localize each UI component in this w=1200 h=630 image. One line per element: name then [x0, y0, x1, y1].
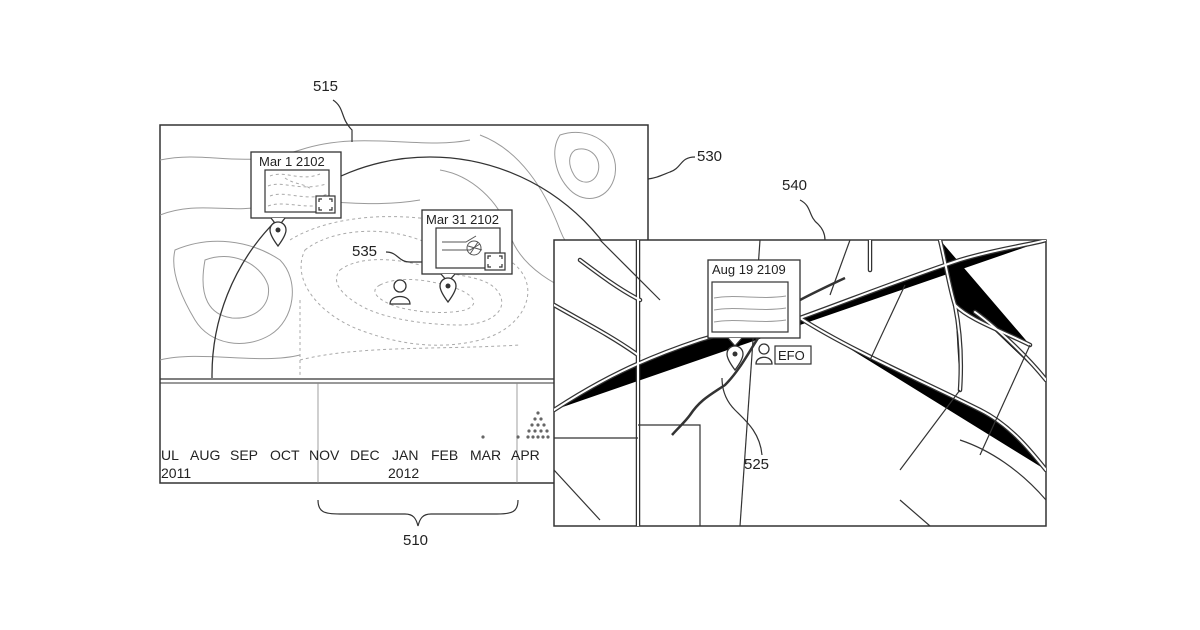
- ref-525: 525: [744, 456, 769, 473]
- ref-535: 535: [352, 243, 377, 260]
- month-label[interactable]: FEB: [431, 447, 458, 463]
- year-label: 2012: [388, 465, 419, 481]
- month-label[interactable]: NOV: [309, 447, 340, 463]
- expand-icon[interactable]: [316, 196, 335, 213]
- user-tag: EFO: [775, 346, 811, 364]
- ref-540: 540: [782, 177, 807, 194]
- photo-popup-2[interactable]: Mar 31 2102: [422, 210, 512, 282]
- photo-popup-3[interactable]: Aug 19 2109: [708, 260, 800, 346]
- range-brace-510: [318, 500, 518, 526]
- popup-1-date: Mar 1 2102: [259, 154, 325, 169]
- ref-515: 515: [313, 78, 338, 95]
- month-label[interactable]: DEC: [350, 447, 380, 463]
- photo-popup-1[interactable]: Mar 1 2102: [251, 152, 341, 227]
- month-label[interactable]: JAN: [392, 447, 418, 463]
- street-map-panel-540: Aug 19 2109 EFO: [554, 240, 1046, 526]
- popup-3-date: Aug 19 2109: [712, 262, 786, 277]
- ref-530: 530: [697, 148, 722, 165]
- month-label[interactable]: MAR: [470, 447, 501, 463]
- month-label[interactable]: APR: [511, 447, 540, 463]
- user-tag-label: EFO: [778, 348, 805, 363]
- year-label: 2011: [161, 465, 191, 481]
- month-label[interactable]: AUG: [190, 447, 220, 463]
- popup-2-date: Mar 31 2102: [426, 212, 499, 227]
- expand-icon[interactable]: [485, 253, 505, 270]
- month-label[interactable]: OCT: [270, 447, 300, 463]
- ref-510: 510: [403, 532, 428, 549]
- month-label[interactable]: UL: [161, 447, 179, 463]
- month-label[interactable]: SEP: [230, 447, 258, 463]
